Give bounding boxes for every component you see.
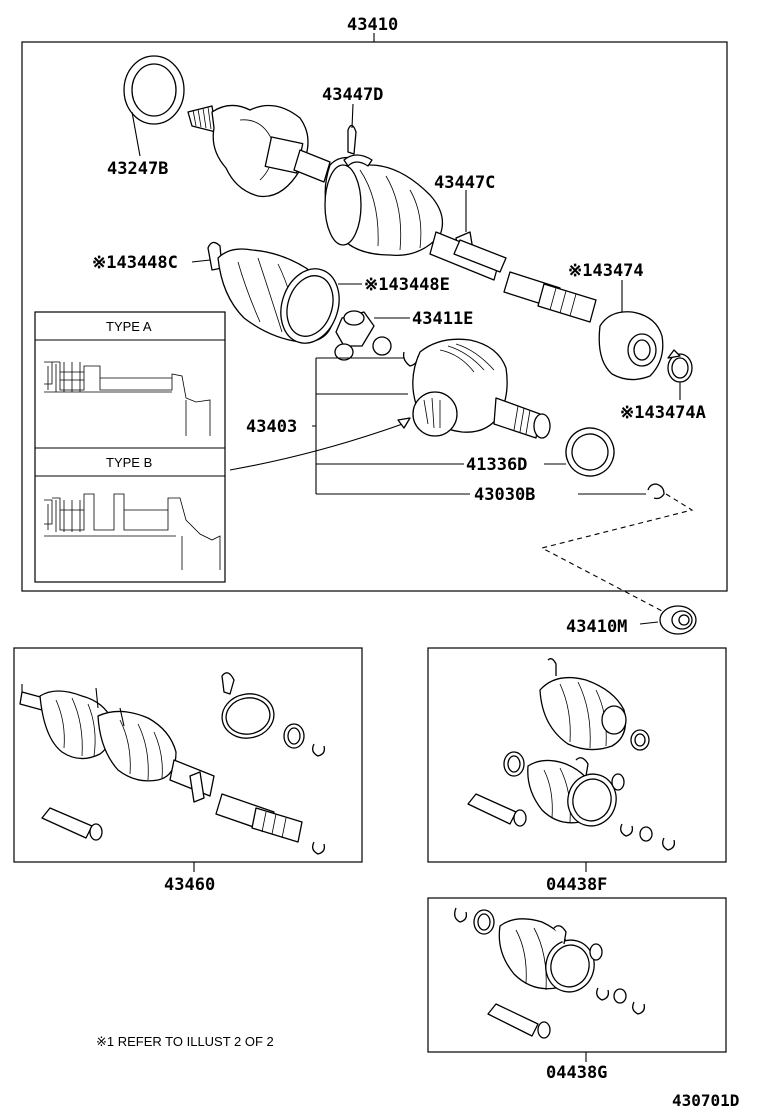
inboard-joint-housing [412, 338, 551, 439]
label-damper[interactable]: ※143474 [568, 261, 644, 281]
boot-kit-clamps [221, 672, 326, 855]
snap-ring [647, 483, 665, 500]
label-boot-kit-bottom[interactable]: 04438G [546, 1063, 607, 1083]
main-assembly-box [21, 41, 728, 592]
inboard-boot [207, 241, 340, 344]
label-hub-seal[interactable]: 43410M [566, 617, 627, 637]
label-boot-kit-left[interactable]: 43460 [164, 875, 215, 895]
boot-kit-f-parts [467, 658, 676, 851]
box-04438G [427, 897, 727, 1053]
dust-seal-ring [123, 55, 185, 125]
label-inboard-joint[interactable]: 43403 [246, 417, 297, 437]
label-dust-seal[interactable]: 43247B [107, 159, 168, 179]
box-43460 [13, 647, 363, 863]
label-seal-ring[interactable]: 41336D [466, 455, 527, 475]
illustration-id: 430701D [672, 1091, 739, 1110]
hub-seal [659, 605, 697, 635]
label-damper-clamp[interactable]: ※143474A [620, 403, 706, 423]
type-b-label: TYPE B [106, 455, 152, 470]
tripod-joint [334, 310, 392, 361]
label-tripod[interactable]: 43411E [412, 309, 473, 329]
dynamic-damper [598, 311, 664, 381]
boot-kit-g-parts [454, 907, 646, 1039]
damper-clamp [667, 349, 693, 383]
seal-ring [565, 427, 615, 477]
refer-note: ※1 REFER TO ILLUST 2 OF 2 [96, 1034, 274, 1049]
label-assembly-main[interactable]: 43410 [347, 15, 398, 35]
drive-shaft-assembly [187, 104, 597, 323]
label-boot-kit-right[interactable]: 04438F [546, 875, 607, 895]
boot-kit-shaft-assembly [19, 684, 303, 843]
boot-clamp-outboard [347, 124, 357, 155]
grease-tube [41, 807, 103, 841]
type-inset [34, 311, 226, 583]
label-snap-ring[interactable]: 43030B [474, 485, 535, 505]
label-inboard-boot-clamp[interactable]: 43447C [434, 173, 495, 193]
type-a-label: TYPE A [106, 319, 152, 334]
box-04438F [427, 647, 727, 863]
label-outboard-boot-clamp[interactable]: 43447D [322, 85, 383, 105]
label-inboard-boot-small[interactable]: ※143448C [92, 253, 178, 273]
label-inboard-boot-large[interactable]: ※143448E [364, 275, 450, 295]
